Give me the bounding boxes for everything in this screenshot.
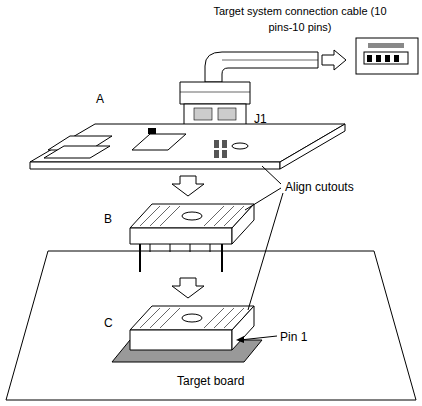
- dip-switch: [364, 52, 408, 64]
- connector-box: [356, 38, 418, 74]
- chip: [132, 134, 186, 150]
- leader-line: [245, 188, 281, 210]
- board-label: Target board: [177, 374, 244, 388]
- callout-label: Align cutouts: [285, 180, 354, 194]
- cable-plug: [180, 82, 250, 104]
- assembly-arrow: [172, 176, 204, 196]
- cable: [205, 52, 318, 82]
- cable-label: Target system connection cable (10 pins-…: [213, 3, 388, 35]
- target-board: Target board: [4, 250, 418, 402]
- cable-line: [222, 60, 318, 61]
- part-label: A: [96, 92, 104, 106]
- leader-line: [262, 166, 281, 184]
- chip: [44, 146, 110, 158]
- pin-label: Pin 1: [280, 330, 307, 344]
- assembly-arrow: [172, 278, 204, 298]
- leader-line: [240, 336, 277, 340]
- header-j1: [184, 104, 246, 126]
- connector-name: J1: [254, 112, 267, 126]
- part-label: B: [104, 212, 112, 226]
- part-label: C: [104, 316, 113, 330]
- direction-arrow: [322, 50, 346, 70]
